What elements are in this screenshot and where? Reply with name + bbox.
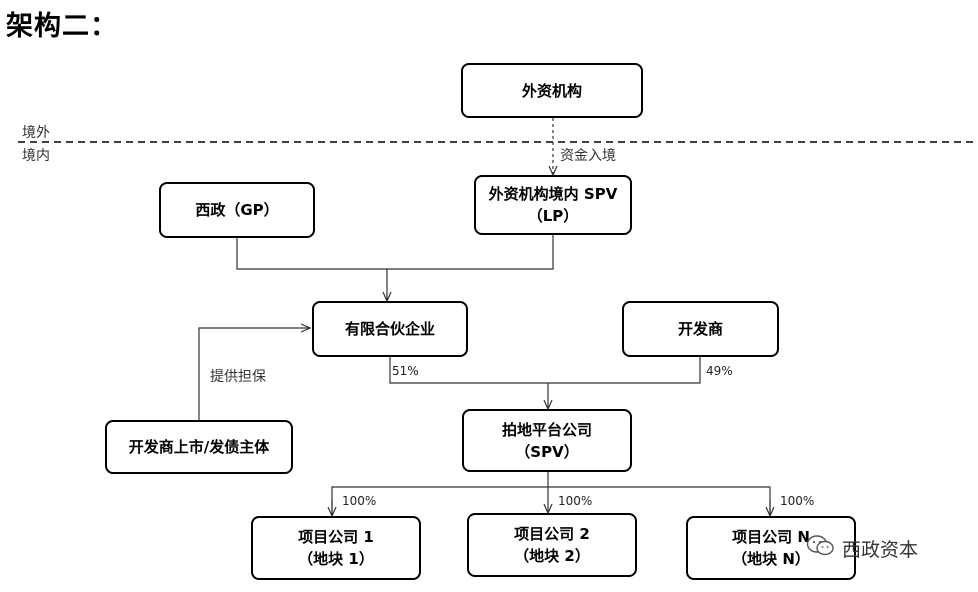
share-100-label-3: 100%: [780, 494, 815, 508]
node-label: 开发商: [677, 320, 723, 338]
node-label: 项目公司 2: [514, 525, 590, 543]
node-label: 开发商上市/发债主体: [128, 438, 270, 456]
developer-node: 开发商: [622, 301, 779, 357]
share-49-label: 49%: [706, 364, 733, 378]
watermark: 西政资本: [806, 534, 918, 563]
share-51-label: 51%: [392, 364, 419, 378]
partnership-node: 有限合伙企业: [312, 301, 468, 357]
watermark-text: 西政资本: [842, 539, 919, 561]
node-sublabel: （地块 2）: [514, 547, 590, 565]
project-company-2-node: 项目公司 2 （地块 2）: [467, 513, 637, 577]
node-label: 外资机构: [521, 81, 582, 100]
gp-lp-merge-line: [236, 235, 554, 270]
partnership-down-line: [389, 357, 701, 384]
share-100-label-1: 100%: [342, 494, 377, 508]
abroad-label: 境外: [22, 125, 50, 141]
platform-branch-line: [331, 486, 771, 515]
project-company-1-node: 项目公司 1 （地块 1）: [251, 516, 421, 580]
node-label: 外资机构境内 SPV: [488, 185, 618, 203]
node-label: 项目公司 1: [298, 528, 374, 546]
node-label: 项目公司 N: [732, 528, 810, 546]
wechat-icon: [806, 534, 836, 563]
capital-inflow-label: 资金入境: [560, 148, 616, 164]
xizheng-gp-node: 西政（GP）: [159, 182, 315, 238]
foreign-spv-node: 外资机构境内 SPV （LP）: [474, 175, 632, 235]
node-sublabel: （LP）: [527, 207, 579, 225]
guarantee-label: 提供担保: [210, 369, 266, 385]
share-100-label-2: 100%: [558, 494, 593, 508]
guarantee-arrow: [198, 328, 310, 420]
land-platform-node: 拍地平台公司 （SPV）: [462, 409, 632, 472]
domestic-label: 境内: [22, 148, 50, 164]
node-label: 有限合伙企业: [344, 320, 435, 338]
foreign-institution-node: 外资机构: [461, 63, 643, 118]
node-sublabel: （SPV）: [515, 442, 579, 461]
page-title: 架构二：: [6, 11, 118, 42]
node-sublabel: （地块 N）: [732, 550, 810, 568]
node-sublabel: （地块 1）: [298, 550, 374, 568]
node-label: 拍地平台公司: [501, 420, 592, 439]
developer-listed-node: 开发商上市/发债主体: [105, 420, 293, 474]
node-label: 西政（GP）: [195, 201, 279, 219]
